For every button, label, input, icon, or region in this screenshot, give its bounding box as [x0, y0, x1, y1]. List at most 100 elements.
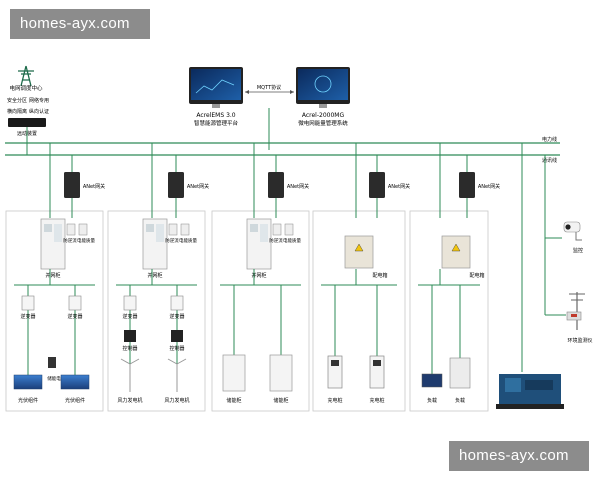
meter-label-1: 防逆流: [63, 237, 77, 244]
controller-label: 控制器: [122, 345, 137, 352]
diesel-generator-icon: [496, 374, 564, 409]
storage-battery-icon: [48, 357, 56, 368]
device-label: 充电桩: [369, 397, 384, 404]
device-label: 光伏组件: [65, 397, 85, 404]
panel-frame: [5, 210, 104, 412]
cabinet-panel: [250, 224, 258, 232]
wind-turbine-icon: [167, 358, 187, 392]
dispatch-tag-1: 安全分区: [7, 97, 27, 104]
mg-screen: [298, 69, 348, 100]
device-label: 负载: [427, 397, 437, 404]
inverter-label: 逆变器: [169, 313, 184, 320]
dispatch-center: 电网调度中心 安全分区 网络专用 横向隔离 纵向认证 远动装置: [7, 65, 49, 137]
load-unit-icon: [449, 357, 471, 389]
gateway-icon: [459, 172, 475, 198]
camera-icon: [563, 221, 582, 241]
inverter-label: 逆变器: [67, 313, 82, 320]
device-label: 光伏组件: [18, 397, 38, 404]
cabinet-label: 并网柜: [147, 272, 162, 279]
dispatch-tag-3: 横向隔离: [7, 108, 27, 115]
meter-label-1: 防逆流: [165, 237, 179, 244]
panel-5: ANet网关配电箱负载负载: [409, 143, 500, 412]
panel-frame: [312, 210, 406, 412]
protocol-label: MQTT协议: [257, 84, 281, 91]
meter-label-2: 电能质量: [77, 237, 95, 244]
platform-ems: AcrelEMS 3.0 智慧能源管理平台: [189, 67, 243, 127]
tower-icon: [18, 65, 34, 87]
load-motor-icon: [421, 373, 443, 388]
panel-frame: [211, 210, 310, 412]
distribution-box-icon: [441, 235, 471, 269]
meter-label-1: 防逆流: [269, 237, 283, 244]
device-label: 储能柜: [226, 397, 241, 404]
env-monitor-icon: [566, 292, 585, 330]
gateway-icon: [369, 172, 385, 198]
charger-screen: [373, 360, 381, 366]
meter-icon: [180, 223, 190, 236]
solar-panel-icon: [60, 374, 90, 390]
device-label: 风力发电机: [117, 397, 142, 404]
gateway-icon: [168, 172, 184, 198]
meter-icon: [272, 223, 282, 236]
cabinet-panel: [146, 224, 154, 232]
platform-mg: Acrel-2000MG 微电网能量管理系统: [296, 67, 350, 127]
gateway-icon: [268, 172, 284, 198]
wind-turbine-icon: [120, 358, 140, 392]
power-bus-label: 电力线: [542, 136, 557, 143]
watermark-bottom: homes-ayx.com: [449, 441, 589, 471]
ems-name: AcrelEMS 3.0: [196, 112, 235, 119]
gateway-icon: [64, 172, 80, 198]
device-label: 充电桩: [327, 397, 342, 404]
gateway-label: ANet网关: [388, 183, 410, 190]
gateway-label: ANet网关: [187, 183, 209, 190]
controller-icon: [171, 330, 183, 342]
meter-label-2: 电能质量: [179, 237, 197, 244]
gateway-label: ANet网关: [478, 183, 500, 190]
dispatch-title: 电网调度中心: [9, 84, 43, 92]
env-label: 环境监测仪: [567, 337, 592, 344]
meter-icon: [66, 223, 76, 236]
comm-bus-label: 通讯线: [542, 157, 557, 164]
inverter-label: 逆变器: [20, 313, 35, 320]
mg-name: Acrel-2000MG: [302, 112, 345, 119]
dispatch-tag-2: 网络专用: [29, 97, 49, 104]
storage-cabinet-icon: [222, 354, 246, 392]
controller-label: 控制器: [169, 345, 184, 352]
cabinet-label: 并网柜: [251, 272, 266, 279]
rtu-device-icon: [8, 118, 46, 127]
gateway-label: ANet网关: [83, 183, 105, 190]
distribution-box-icon: [344, 235, 374, 269]
meter-label-2: 电能质量: [283, 237, 301, 244]
controller-icon: [124, 330, 136, 342]
cabinet-label: 配电箱: [372, 272, 387, 279]
meter-icon: [168, 223, 178, 236]
camera-label: 监控: [573, 247, 583, 254]
inverter-icon: [21, 295, 35, 311]
cabinet-panel: [260, 224, 268, 242]
side-devices: 监控 环境监测仪: [496, 221, 593, 409]
watermark-top: homes-ayx.com: [10, 9, 150, 39]
inverter-icon: [123, 295, 137, 311]
meter-icon: [78, 223, 88, 236]
inverter-icon: [68, 295, 82, 311]
device-label: 储能柜: [273, 397, 288, 404]
bus-lines: 电力线 通讯线: [5, 127, 566, 372]
meter-icon: [284, 223, 294, 236]
dispatch-tag-4: 纵向认证: [29, 108, 49, 115]
gateway-label: ANet网关: [287, 183, 309, 190]
storage-cabinet-icon: [269, 354, 293, 392]
device-label: 风力发电机: [164, 397, 189, 404]
cabinet-panel: [44, 224, 52, 232]
solar-panel-icon: [13, 374, 43, 390]
charger-screen: [331, 360, 339, 366]
ems-desc: 智慧能源管理平台: [194, 119, 239, 127]
protocol-link: MQTT协议: [245, 84, 294, 150]
panel-1: ANet网关防逆流电能质量并网柜逆变器光伏组件逆变器光伏组件储能电: [5, 143, 105, 412]
cabinet-label: 配电箱: [469, 272, 484, 279]
panel-frame: [409, 210, 489, 412]
cabinet-panel: [54, 224, 62, 242]
mg-desc: 微电网能量管理系统: [298, 119, 348, 127]
